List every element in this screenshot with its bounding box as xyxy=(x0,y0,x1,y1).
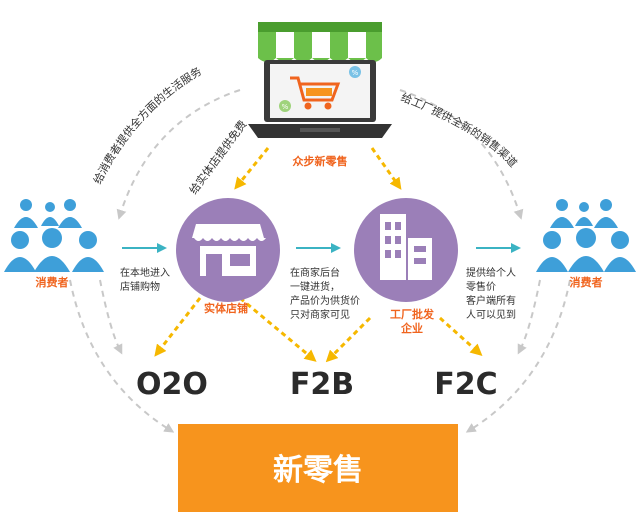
svg-text:产品价为供货价: 产品价为供货价 xyxy=(290,294,360,307)
arc-label-left: 给消费者提供全方面的生活服务 xyxy=(91,65,204,187)
factory-label-line-2: 企业 xyxy=(400,321,423,335)
banner-text: 新零售 xyxy=(273,453,363,488)
model-label-f2b: F2B xyxy=(290,367,354,402)
model-label-f2c: F2C xyxy=(434,367,497,402)
factory-label-line-1: 工厂批发 xyxy=(390,307,435,321)
svg-text:提供给个人: 提供给个人 xyxy=(466,266,516,279)
yellow-store-to-f2b xyxy=(239,296,317,362)
main-title: 众步新零售 xyxy=(293,154,348,168)
dash-right-consumer-to-f2c xyxy=(517,279,541,355)
consumer-label-right: 消费者 xyxy=(570,275,603,289)
svg-text:店铺购物: 店铺购物 xyxy=(120,280,160,293)
caption-store-shopping: 在本地进入 店铺购物 xyxy=(120,266,170,293)
percent-badge-left xyxy=(279,100,291,112)
awning xyxy=(258,22,382,62)
dash-arc-top-right xyxy=(399,89,524,220)
svg-text:只对商家可见: 只对商家可见 xyxy=(290,308,350,321)
svg-text:%: % xyxy=(352,69,359,77)
yellow-dashed-arrows xyxy=(154,147,483,363)
yellow-laptop-to-store xyxy=(234,147,270,190)
consumer-group-icon xyxy=(536,199,636,272)
store-label: 实体店铺 xyxy=(204,301,248,315)
svg-text:零售价: 零售价 xyxy=(466,280,496,293)
svg-text:%: % xyxy=(282,103,289,111)
caption-merchant-backend: 在商家后台 一键进货， 产品价为供货价 只对商家可见 xyxy=(290,266,360,321)
consumer-group-icon xyxy=(4,199,104,272)
dash-left-consumer-to-banner xyxy=(69,279,175,433)
caption-retail-price: 提供给个人 零售价 客户端所有 人可以见到 xyxy=(466,266,516,321)
factory-icon xyxy=(380,214,432,280)
factory-node xyxy=(354,198,458,302)
arc-label-right: 给工厂提供全新的销售渠道 xyxy=(399,91,520,170)
svg-text:在商家后台: 在商家后台 xyxy=(290,266,340,279)
store-node xyxy=(176,198,280,302)
svg-text:一键进货，: 一键进货， xyxy=(290,280,340,293)
shop-laptop-icon: % % xyxy=(248,22,392,138)
dash-left-consumer-to-o2o xyxy=(99,279,123,355)
dash-arc-top-left xyxy=(116,89,241,220)
arc-label-store-platform: 给实体店提供免费新零售平台 xyxy=(0,0,249,197)
yellow-factory-to-f2b xyxy=(325,316,372,363)
banner-box xyxy=(178,424,458,512)
yellow-laptop-to-factory xyxy=(370,147,402,190)
yellow-factory-to-f2c xyxy=(438,316,483,357)
store-icon xyxy=(192,224,266,276)
yellow-store-to-o2o xyxy=(154,297,202,357)
cart-icon xyxy=(290,76,341,110)
svg-text:在本地进入: 在本地进入 xyxy=(120,266,170,279)
svg-text:人可以见到: 人可以见到 xyxy=(466,309,516,321)
dash-right-consumer-to-banner xyxy=(465,279,571,433)
model-label-o2o: O2O xyxy=(136,367,208,402)
percent-badge-right xyxy=(349,66,361,78)
gray-dashed-connectors xyxy=(69,89,571,433)
new-retail-banner: 新零售 xyxy=(178,424,458,512)
consumer-label-left: 消费者 xyxy=(36,275,69,289)
svg-text:客户端所有: 客户端所有 xyxy=(466,294,516,307)
